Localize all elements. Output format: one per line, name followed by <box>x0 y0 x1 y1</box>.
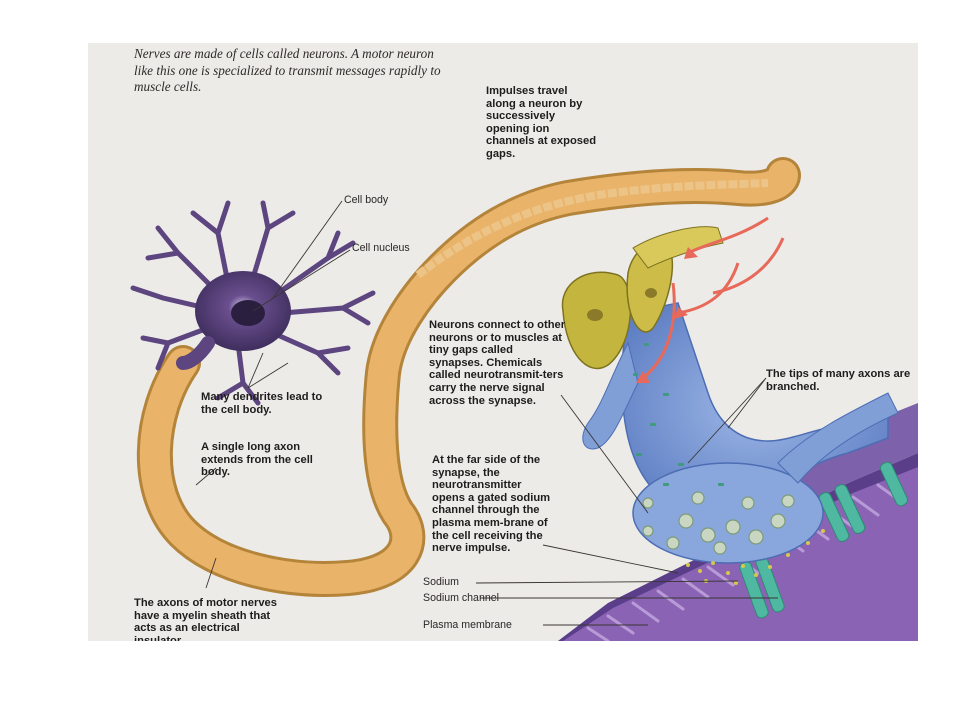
axon-terminal <box>582 302 899 564</box>
neurotransmitter-dots <box>686 529 825 585</box>
intro-caption: Nerves are made of cells called neurons.… <box>134 46 441 94</box>
single-axon-callout: A single long axon extends from the cell… <box>201 441 313 479</box>
neurons-connect-callout: Neurons connect to other neurons or to m… <box>429 319 566 407</box>
distal-axon <box>415 179 769 279</box>
axons-myelin-callout: The axons of motor nerves have a myelin … <box>134 597 277 641</box>
plasma-membrane-label: Plasma membrane <box>423 619 512 631</box>
sodium-label: Sodium <box>423 576 459 588</box>
schwann-cells <box>561 226 724 370</box>
far-side-callout: At the far side of the synapse, the neur… <box>432 454 551 555</box>
cell-nucleus-label: Cell nucleus <box>352 242 410 254</box>
tips-branched-callout: The tips of many axons are branched. <box>766 368 911 393</box>
neuron-illustration <box>130 157 918 641</box>
cell-body-label: Cell body <box>344 194 389 206</box>
leader-lines <box>195 200 778 626</box>
sodium-channel-label: Sodium channel <box>423 592 499 604</box>
impulses-callout: Impulses travel along a neuron by succes… <box>486 85 597 160</box>
impulse-arrowheads <box>636 247 698 383</box>
cell-body <box>130 200 376 406</box>
impulse-arrows <box>642 216 785 380</box>
dendrites-callout: Many dendrites lead to the cell body. <box>201 391 323 416</box>
illustration-plate: Nerves are made of cells called neurons.… <box>88 43 918 641</box>
